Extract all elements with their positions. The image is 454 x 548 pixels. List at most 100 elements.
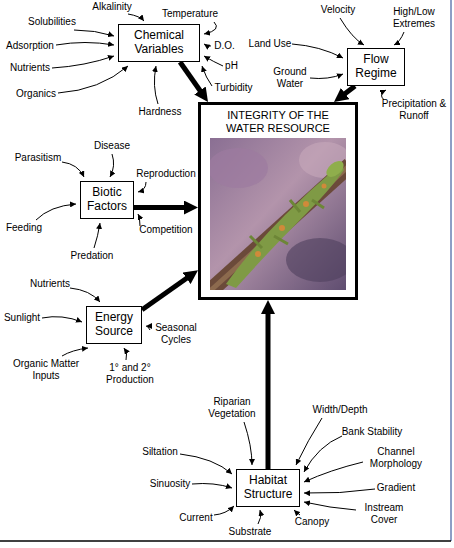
factor-arrow <box>52 56 114 68</box>
factor-arrow <box>304 489 375 493</box>
factor-label: Solubilities <box>28 16 76 28</box>
factor-label: Seasonal Cycles <box>151 322 201 346</box>
factor-box: Flow Regime <box>347 48 405 86</box>
box-label: Chemical Variables <box>122 29 196 57</box>
factor-label: Canopy <box>295 516 329 528</box>
factor-label: Hardness <box>139 106 182 118</box>
factor-label: High/Low Extremes <box>388 6 440 30</box>
factor-arrow <box>304 436 342 472</box>
factor-arrow <box>204 22 216 34</box>
factor-arrows <box>36 14 404 524</box>
factor-label: Channel Morphology <box>364 446 428 470</box>
frame-line <box>451 0 452 541</box>
factor-arrow <box>192 484 232 489</box>
factor-label: Bank Stability <box>342 426 403 438</box>
salamander-head <box>323 158 346 180</box>
salamander-photo <box>210 138 346 290</box>
factor-box: Biotic Factors <box>80 181 134 219</box>
factor-label: Gradient <box>377 482 415 494</box>
factor-label: Nutrients <box>30 278 70 290</box>
factor-label: Velocity <box>321 4 355 16</box>
branch <box>210 165 346 290</box>
influence-arrow <box>342 86 355 96</box>
factor-label: Precipitation & Runoff <box>378 98 450 122</box>
factor-label: D.O. <box>214 40 235 52</box>
integrity-ground <box>198 102 358 300</box>
factor-label: Adsorption <box>6 40 54 52</box>
salamander-spot <box>279 225 285 231</box>
factor-arrow <box>202 66 212 86</box>
photo-blotch <box>286 238 346 282</box>
factor-label: Turbidity <box>215 82 253 94</box>
factor-label: Sinuosity <box>150 478 191 490</box>
factor-arrow <box>214 506 234 515</box>
factor-arrow <box>296 418 322 465</box>
factor-arrow <box>42 317 82 322</box>
factor-arrow <box>204 56 223 66</box>
factor-label: Riparian Vegetation <box>206 396 258 420</box>
factor-arrow <box>340 18 364 45</box>
factor-label: Current <box>179 512 212 524</box>
factor-label: 1° and 2° Production <box>101 362 159 386</box>
factor-label: Predation <box>71 250 114 262</box>
frame-line <box>0 540 451 542</box>
influence-arrow <box>180 62 202 94</box>
factor-label: Nutrients <box>10 62 50 74</box>
salamander-spot <box>255 251 261 257</box>
box-label: Energy Source <box>90 311 138 339</box>
factor-arrow <box>138 182 146 192</box>
factor-label: Alkalinity <box>92 1 131 13</box>
box-title: INTEGRITY OF THE WATER RESOURCE <box>216 109 341 135</box>
factor-label: Temperature <box>162 8 218 20</box>
factor-arrow <box>146 326 150 330</box>
factor-arrow <box>154 66 158 104</box>
factor-arrow <box>304 502 356 510</box>
factor-label: Sunlight <box>4 312 40 324</box>
photo-blotch <box>210 148 268 188</box>
branch <box>210 165 346 290</box>
salamander-spot <box>303 201 309 207</box>
factor-arrow <box>128 14 144 21</box>
influence-arrow <box>142 276 190 310</box>
factor-arrow <box>244 422 252 465</box>
factor-label: pH <box>225 60 238 72</box>
factor-arrow <box>62 162 84 177</box>
factor-box: Habitat Structure <box>236 469 300 507</box>
factor-box: Energy Source <box>86 306 142 344</box>
factor-arrow <box>310 74 343 79</box>
factor-arrow <box>304 462 363 482</box>
factor-label: Disease <box>94 140 130 152</box>
factor-arrow <box>180 454 232 474</box>
factor-box: Chemical Variables <box>118 24 200 62</box>
factor-label: Competition <box>139 224 192 236</box>
factor-label: Feeding <box>6 222 42 234</box>
factor-arrow <box>74 30 114 36</box>
salamander-legs <box>250 200 324 248</box>
salamander-spot <box>322 184 327 189</box>
salamander-body <box>226 166 344 288</box>
factor-arrow <box>70 288 100 302</box>
factor-label: Land Use <box>249 38 292 50</box>
factor-arrow <box>110 154 114 177</box>
factor-label: Width/Depth <box>312 404 367 416</box>
influence-arrow <box>266 310 271 469</box>
integrity-box: INTEGRITY OF THE WATER RESOURCE <box>198 102 358 300</box>
factor-arrow <box>394 32 404 45</box>
factor-label: Parasitism <box>15 152 62 164</box>
factor-arrow <box>56 43 114 46</box>
factor-arrow <box>94 223 100 248</box>
factor-arrow <box>258 510 261 524</box>
factor-label: Organics <box>16 88 56 100</box>
factor-label: Substrate <box>229 526 272 538</box>
factor-label: Organic Matter Inputs <box>9 358 83 382</box>
box-label: Biotic Factors <box>84 186 130 214</box>
factor-arrow <box>294 510 300 515</box>
factor-label: Ground Water <box>267 66 313 90</box>
factor-label: Siltation <box>142 446 178 458</box>
factor-arrow <box>204 44 211 46</box>
factor-label: Reproduction <box>136 168 195 180</box>
factor-arrow <box>124 348 127 360</box>
influence-arrow <box>134 205 188 210</box>
box-label: Habitat Structure <box>240 474 296 502</box>
